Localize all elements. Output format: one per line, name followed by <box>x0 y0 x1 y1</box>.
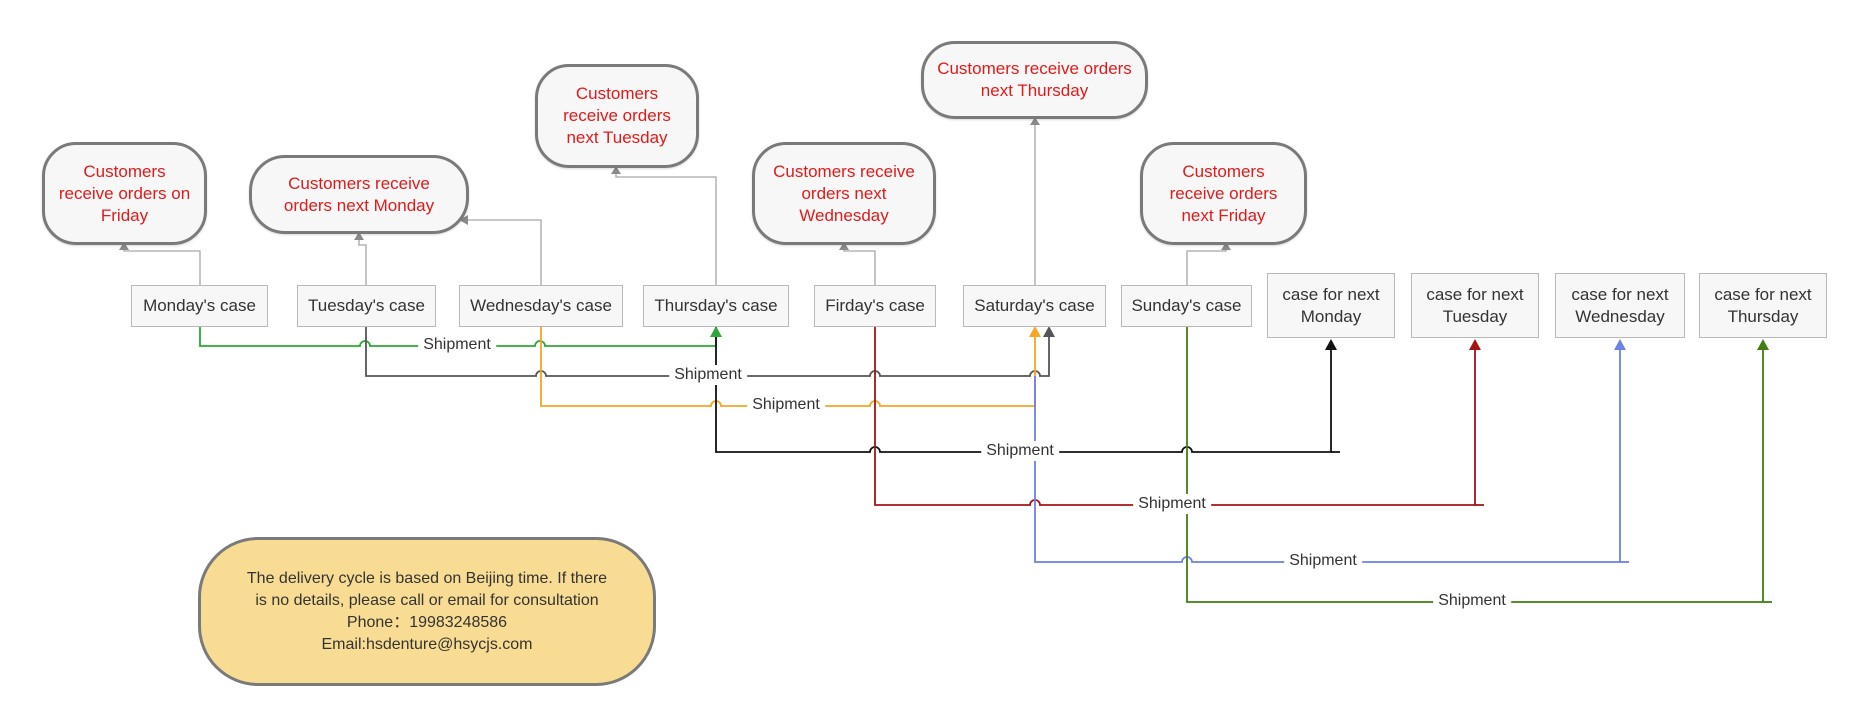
case-saturday: Saturday's case <box>963 285 1106 327</box>
connector-monday-to-friday <box>123 247 201 285</box>
shipment-label-monday: Shipment <box>418 335 496 355</box>
shipment-label-wednesday: Shipment <box>747 395 825 415</box>
connector-tuesday-to-next-monday <box>358 236 367 285</box>
note-phone: Phone：19983248586 <box>346 613 508 631</box>
arrowhead-icon <box>1029 326 1041 337</box>
case-friday: Firday's case <box>814 285 936 327</box>
connector-thursday-to-next-tuesday <box>615 171 717 285</box>
shipment-label-friday: Shipment <box>1133 494 1211 514</box>
arrowhead-icon <box>611 166 621 174</box>
outcome-friday: Customers receive orders on Friday <box>42 142 207 245</box>
arrowhead-icon <box>459 215 468 225</box>
shipment-route-saturday <box>1034 345 1621 563</box>
arrowhead-icon <box>1614 339 1626 350</box>
shipment-label-sunday: Shipment <box>1433 591 1511 611</box>
case-wednesday: Wednesday's case <box>459 285 623 327</box>
arrowhead-icon <box>1030 117 1040 125</box>
arrowhead-icon <box>354 232 364 240</box>
arrowhead-icon <box>1221 242 1231 250</box>
arrowhead-icon <box>1043 326 1055 337</box>
arrowhead-icon <box>710 326 722 337</box>
connector-wednesday-to-next-monday <box>464 219 542 285</box>
case-sunday: Sunday's case <box>1121 285 1252 327</box>
arrowhead-icon <box>839 242 849 250</box>
arrowhead-icon <box>119 242 129 250</box>
note-description: The delivery cycle is based on Beijing t… <box>246 569 608 609</box>
delivery-info-note: The delivery cycle is based on Beijing t… <box>198 537 656 686</box>
outcome-next-monday: Customers receive orders next Monday <box>249 155 469 234</box>
outcome-next-friday: Customers receive orders next Friday <box>1140 142 1307 245</box>
shipment-route-thursday <box>715 327 1332 453</box>
outcome-arrowheads <box>119 117 1231 250</box>
case-monday: Monday's case <box>131 285 268 327</box>
outcome-next-wednesday: Customers receive orders next Wednesday <box>752 142 936 245</box>
outcome-next-tuesday: Customers receive orders next Tuesday <box>535 64 699 168</box>
case-next-tuesday: case for next Tuesday <box>1411 273 1539 338</box>
shipment-label-saturday: Shipment <box>1284 551 1362 571</box>
case-next-monday: case for next Monday <box>1267 273 1395 338</box>
connector-friday-to-next-wednesday <box>843 247 876 285</box>
arrowhead-icon <box>1757 339 1769 350</box>
case-next-thursday: case for next Thursday <box>1699 273 1827 338</box>
arrowhead-icon <box>1325 339 1337 350</box>
case-tuesday: Tuesday's case <box>297 285 436 327</box>
shipment-route-friday <box>874 327 1476 506</box>
route-arrowheads <box>710 326 1769 350</box>
shipment-label-tuesday: Shipment <box>669 365 747 385</box>
shipment-label-thursday: Shipment <box>981 441 1059 461</box>
case-next-wednesday: case for next Wednesday <box>1555 273 1685 338</box>
outcome-next-thursday: Customers receive orders next Thursday <box>921 41 1148 119</box>
note-email: Email:hsdenture@hsycjs.com <box>321 635 533 653</box>
arrowhead-icon <box>1469 339 1481 350</box>
connector-sunday-to-next-friday <box>1186 247 1227 285</box>
case-thursday: Thursday's case <box>643 285 789 327</box>
